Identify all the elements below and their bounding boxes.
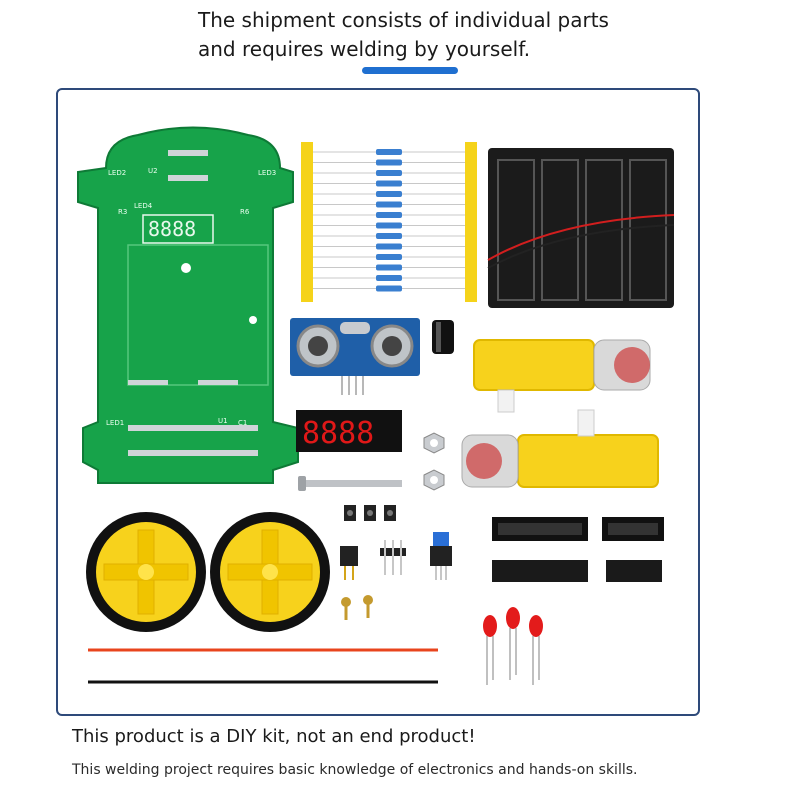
svg-text:LED1: LED1 bbox=[106, 419, 124, 427]
svg-text:8888: 8888 bbox=[302, 416, 374, 451]
resistor bbox=[376, 243, 402, 250]
resistor bbox=[376, 159, 402, 166]
footer-requirement: This welding project requires basic know… bbox=[72, 762, 638, 778]
resistor bbox=[376, 233, 402, 239]
pcb-board: 8888 LED2 LED3 U2 R3 R6 LED4 LED1 C1 U1 bbox=[77, 126, 299, 484]
resistor bbox=[376, 285, 402, 292]
svg-text:R6: R6 bbox=[240, 208, 250, 216]
screws bbox=[341, 595, 373, 620]
resistor bbox=[376, 254, 402, 260]
svg-text:C1: C1 bbox=[238, 419, 247, 427]
ic-chips bbox=[492, 560, 662, 582]
tactile-switches bbox=[344, 505, 396, 521]
svg-text:LED4: LED4 bbox=[134, 202, 153, 210]
resistor bbox=[376, 212, 402, 218]
resistor bbox=[376, 180, 402, 187]
seven-segment-display: 8888 bbox=[296, 410, 402, 452]
resistor bbox=[376, 275, 402, 281]
svg-text:LED2: LED2 bbox=[108, 169, 126, 177]
gear-motor-2 bbox=[461, 409, 659, 488]
header: The shipment consists of individual part… bbox=[198, 6, 618, 64]
ultrasonic-sensor bbox=[290, 318, 420, 395]
jumper-wires bbox=[88, 648, 438, 684]
header-line-1: The shipment consists of individual part… bbox=[198, 8, 609, 32]
resistor bbox=[376, 170, 402, 176]
svg-text:LED3: LED3 bbox=[258, 169, 276, 177]
resistor bbox=[376, 149, 402, 155]
ic-sockets bbox=[492, 517, 664, 541]
hardware-nuts-screw bbox=[298, 432, 445, 491]
resistor bbox=[376, 222, 402, 229]
red-leds bbox=[483, 607, 543, 685]
product-photo: 8888 LED2 LED3 U2 R3 R6 LED4 LED1 C1 U1 bbox=[77, 126, 675, 685]
svg-text:U2: U2 bbox=[148, 167, 158, 175]
capacitor bbox=[432, 320, 454, 354]
wheel-left bbox=[86, 512, 206, 632]
svg-text:U1: U1 bbox=[218, 417, 228, 425]
resistor bbox=[376, 201, 402, 208]
pcb-display-pads: 8888 bbox=[142, 214, 214, 244]
product-photo-frame: 8888 LED2 LED3 U2 R3 R6 LED4 LED1 C1 U1 bbox=[56, 88, 700, 716]
resistor bbox=[376, 191, 402, 197]
footer-notice: This product is a DIY kit, not an end pr… bbox=[72, 726, 476, 747]
battery-holder bbox=[487, 148, 675, 308]
header-line-2: and requires welding by yourself. bbox=[198, 37, 531, 61]
wheel-right bbox=[210, 512, 330, 632]
gear-motor-1 bbox=[473, 339, 651, 413]
accent-underline bbox=[362, 67, 458, 74]
svg-text:R3: R3 bbox=[118, 208, 127, 216]
resistor-strip bbox=[301, 142, 477, 302]
svg-text:8888: 8888 bbox=[148, 217, 196, 241]
pin-headers bbox=[340, 540, 406, 580]
resistor bbox=[376, 264, 402, 271]
slide-switch bbox=[430, 532, 452, 580]
